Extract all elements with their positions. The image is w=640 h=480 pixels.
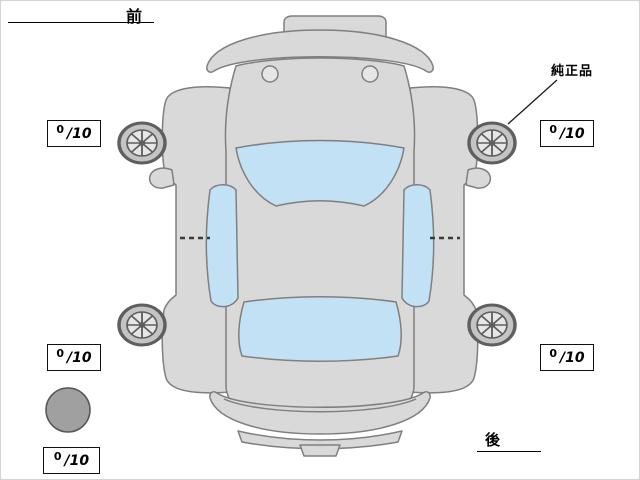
- hood-detail-left: [261, 65, 279, 83]
- tread-score-max: /10: [67, 349, 92, 366]
- rear-bumper-line: [223, 398, 417, 413]
- mirror-right: [465, 167, 492, 189]
- spare-tire: [45, 387, 91, 433]
- front-bumper: [206, 29, 434, 73]
- wheel-front-left: [117, 121, 167, 165]
- mirror-left: [148, 167, 175, 189]
- genuine-part-pointer-line: [507, 79, 558, 125]
- wheel-front-right: [467, 121, 517, 165]
- tread-score-rear-right: 0 /10: [540, 344, 594, 371]
- tread-score-spare: 0 /10: [43, 447, 100, 474]
- rear-window: [238, 296, 402, 362]
- rear-center-tab: [299, 444, 341, 457]
- wheel-rear-left: [117, 303, 167, 347]
- tread-score-value: 0: [56, 123, 65, 136]
- front-underline: [8, 22, 154, 23]
- windshield: [235, 139, 405, 207]
- tread-score-front-right: 0 /10: [540, 120, 594, 147]
- tread-score-max: /10: [67, 125, 92, 142]
- hood-detail-right: [361, 65, 379, 83]
- tread-score-max: /10: [560, 125, 585, 142]
- tread-score-max: /10: [64, 452, 90, 469]
- tread-score-rear-left: 0 /10: [47, 344, 101, 371]
- tread-score-value: 0: [549, 123, 558, 136]
- tread-score-value: 0: [56, 347, 65, 360]
- front-label: 前: [126, 7, 143, 26]
- side-window-left: [205, 184, 239, 308]
- side-window-right: [401, 184, 435, 308]
- car-side-panel-left: [161, 85, 231, 394]
- tread-score-value: 0: [549, 347, 558, 360]
- rear-lower-strip: [237, 430, 403, 450]
- wheel-rear-right: [467, 303, 517, 347]
- tread-score-value: 0: [53, 450, 62, 463]
- rear-bumper: [209, 391, 431, 435]
- car-top-view: [148, 15, 492, 457]
- rear-label: 後: [485, 431, 501, 449]
- tread-score-max: /10: [560, 349, 585, 366]
- car-side-panel-right: [409, 85, 479, 394]
- genuine-part-label: 純正品: [551, 64, 594, 79]
- tread-score-front-left: 0 /10: [47, 120, 101, 147]
- rear-underline: [477, 451, 541, 452]
